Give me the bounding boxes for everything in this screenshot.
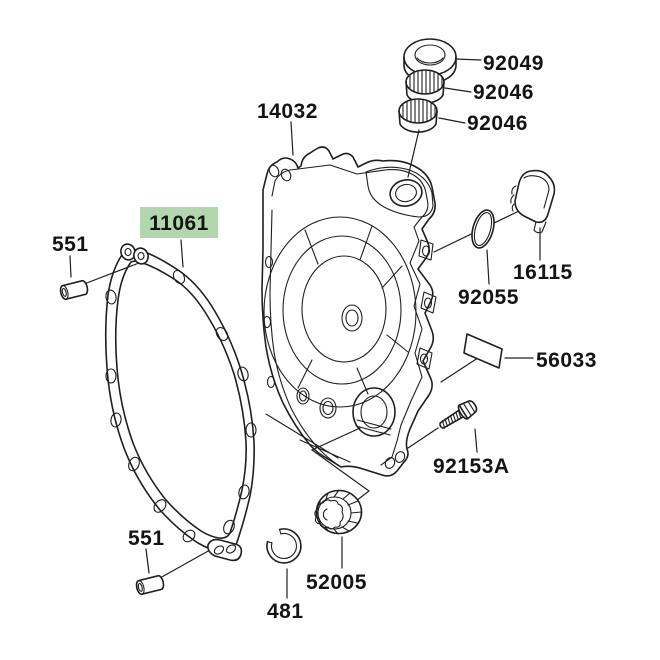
- part-drawing-oil-seal: [403, 38, 457, 84]
- part-drawing-bearing-upper: [405, 69, 445, 104]
- part-label-551-top[interactable]: 551: [52, 233, 89, 256]
- part-label-16115[interactable]: 16115: [513, 261, 573, 284]
- part-drawing-cap-16115: [510, 169, 556, 234]
- part-label-551-bottom[interactable]: 551: [128, 527, 165, 550]
- part-label-92049[interactable]: 92049: [483, 52, 544, 75]
- part-drawing-dowel-top: [59, 279, 89, 301]
- part-label-92046-lower[interactable]: 92046: [467, 112, 528, 135]
- part-drawing-clutch-cover: [261, 146, 437, 477]
- part-label-92055[interactable]: 92055: [458, 286, 519, 309]
- highlight-box-11061: [140, 207, 218, 238]
- part-label-11061[interactable]: 11061: [149, 212, 209, 235]
- part-label-92046-upper[interactable]: 92046: [473, 81, 534, 104]
- part-drawing-bearing-lower: [398, 98, 438, 133]
- part-label-92153A[interactable]: 92153A: [433, 455, 510, 478]
- part-drawing-circlip: [266, 528, 302, 564]
- part-drawing-filler-cap: [314, 489, 363, 535]
- part-drawing-o-ring: [471, 209, 495, 249]
- part-drawing-label-plate: [463, 333, 503, 369]
- part-label-481[interactable]: 481: [267, 600, 304, 623]
- part-label-14032[interactable]: 14032: [257, 100, 318, 123]
- part-label-56033[interactable]: 56033: [536, 349, 597, 372]
- part-drawing-dowel-bottom: [135, 574, 165, 596]
- part-drawing-gasket: [104, 243, 257, 562]
- part-label-52005[interactable]: 52005: [306, 571, 367, 594]
- part-drawing-bolt: [439, 400, 478, 429]
